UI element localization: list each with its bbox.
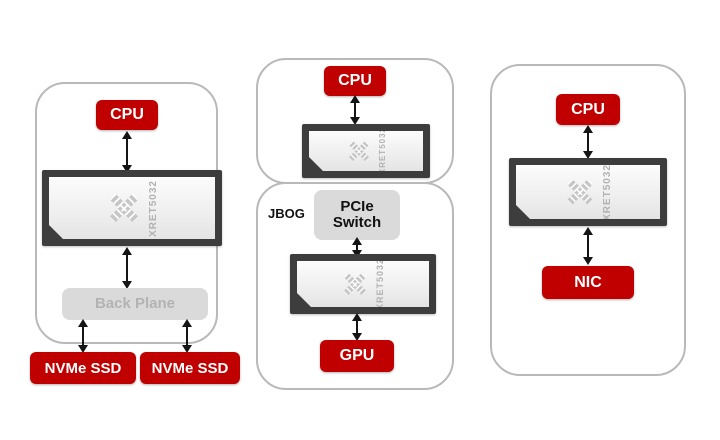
jbog-label: JBOG <box>268 206 305 221</box>
backplane-label: Back Plane <box>94 294 176 312</box>
retimer-logo-icon <box>341 270 369 298</box>
arrow-cpu-to-chip-left-icon <box>122 131 132 173</box>
retimer-chip-body-middle-top: XRET5032 <box>309 131 423 171</box>
retimer-logo-icon <box>346 138 372 164</box>
backplane-box: Back Plane <box>62 288 208 320</box>
retimer-model-label-middle-top: XRET5032 <box>377 127 387 175</box>
gpu-label: GPU <box>339 347 375 364</box>
arrow-chip-to-gpu-icon <box>352 313 362 341</box>
retimer-chip-left: XRET5032 <box>42 170 222 246</box>
cpu-label-left: CPU <box>110 106 144 123</box>
arrow-backplane-to-ssd1-icon <box>78 319 88 353</box>
arrow-switch-to-chip-icon <box>352 237 362 258</box>
retimer-model-label-right: XRET5032 <box>601 163 613 221</box>
arrow-backplane-to-ssd2-icon <box>182 319 192 353</box>
retimer-chip-middle-bottom: XRET5032 <box>290 254 436 314</box>
cpu-box-middle: CPU <box>324 66 386 96</box>
retimer-model-label-left: XRET5032 <box>147 179 159 237</box>
retimer-chip-middle-top: XRET5032 <box>302 124 430 178</box>
nic-box: NIC <box>542 266 634 299</box>
nvme-ssd-box-2: NVMe SSD <box>140 352 240 384</box>
cpu-label-middle: CPU <box>338 72 372 89</box>
pcie-switch-label: PCIe Switch <box>332 197 382 231</box>
cpu-label-right: CPU <box>571 100 605 118</box>
arrow-chip-to-backplane-icon <box>122 247 132 289</box>
arrow-cpu-to-chip-right-icon <box>583 125 593 159</box>
arrow-chip-to-nic-icon <box>583 227 593 265</box>
nvme-ssd-label-2: NVMe SSD <box>151 359 229 377</box>
nvme-ssd-label-1: NVMe SSD <box>44 359 122 377</box>
arrow-cpu-to-chip-middle-icon <box>350 95 360 125</box>
nvme-ssd-box-1: NVMe SSD <box>30 352 136 384</box>
retimer-chip-body-left: XRET5032 <box>49 177 215 239</box>
nic-label: NIC <box>574 273 602 291</box>
cpu-box-left: CPU <box>96 100 158 130</box>
retimer-logo-icon <box>564 176 596 208</box>
retimer-logo-icon <box>106 190 142 226</box>
retimer-chip-body-middle-bottom: XRET5032 <box>297 261 429 307</box>
pcie-switch-box: PCIe Switch <box>314 190 400 240</box>
retimer-chip-right: XRET5032 <box>509 158 667 226</box>
retimer-model-label-middle-bottom: XRET5032 <box>375 257 385 311</box>
cpu-box-right: CPU <box>556 94 620 125</box>
gpu-box: GPU <box>320 340 394 372</box>
retimer-chip-body-right: XRET5032 <box>516 165 660 219</box>
